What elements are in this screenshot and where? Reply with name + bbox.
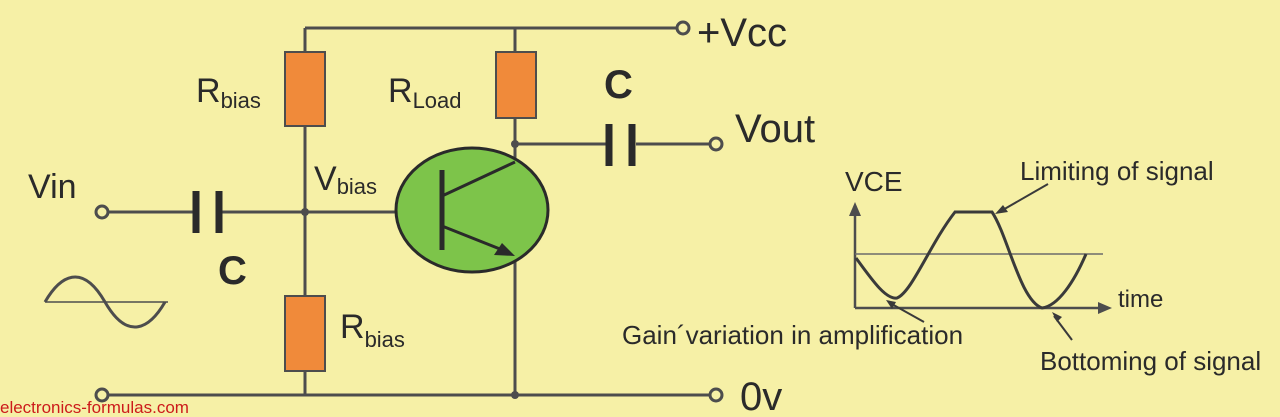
vout-label: Vout bbox=[735, 107, 815, 151]
limiting-annotation: Limiting of signal bbox=[1020, 156, 1214, 186]
vout-terminal bbox=[708, 136, 724, 152]
input-sine-wave bbox=[43, 275, 168, 329]
c-output-label: C bbox=[604, 63, 633, 107]
gain-variation-annotation: Gain´variation in amplification bbox=[622, 320, 963, 350]
limiting-arrow-icon bbox=[995, 205, 1008, 214]
collector-junction-dot bbox=[511, 140, 519, 148]
bottoming-annotation: Bottoming of signal bbox=[1040, 346, 1261, 376]
x-axis-arrow-icon bbox=[1098, 302, 1112, 314]
zero-v-label: 0v bbox=[740, 375, 782, 417]
y-axis-arrow-icon bbox=[849, 202, 861, 216]
vce-waveform: VCE time Limiting of signal Gain´variati… bbox=[622, 156, 1261, 376]
vcc-terminal bbox=[675, 20, 691, 36]
r-bias-top-label: Rbias bbox=[196, 72, 261, 113]
wires bbox=[106, 26, 712, 397]
r-bias-bottom-label: Rbias bbox=[340, 308, 405, 352]
npn-transistor bbox=[394, 146, 550, 274]
vcc-label: +Vcc bbox=[697, 11, 787, 55]
emitter-arrow-icon bbox=[494, 243, 515, 256]
r-bias-bottom-resistor bbox=[284, 295, 326, 372]
r-load-resistor bbox=[495, 51, 537, 119]
c-input-label: C bbox=[218, 249, 247, 293]
r-load-label: RLoad bbox=[388, 72, 462, 113]
terminals bbox=[94, 20, 724, 403]
ground-junction-dot bbox=[511, 391, 519, 399]
watermark-text: electronics-formulas.com bbox=[0, 398, 189, 417]
output-capacitor bbox=[605, 124, 636, 166]
r-bias-top-resistor bbox=[284, 51, 326, 127]
input-capacitor bbox=[192, 191, 223, 233]
vin-terminal bbox=[94, 204, 110, 220]
bias-junction-dot bbox=[301, 208, 309, 216]
v-bias-label: Vbias bbox=[314, 160, 377, 199]
vin-label: Vin bbox=[28, 168, 77, 206]
bottoming-arrow-icon bbox=[1052, 312, 1062, 322]
time-axis-label: time bbox=[1118, 286, 1163, 313]
gain-arrow-icon bbox=[886, 300, 896, 309]
ground-left-terminal bbox=[94, 387, 110, 403]
zero-v-terminal bbox=[708, 387, 724, 403]
vce-axis-label: VCE bbox=[845, 166, 903, 197]
clipped-signal-curve bbox=[854, 210, 1088, 310]
